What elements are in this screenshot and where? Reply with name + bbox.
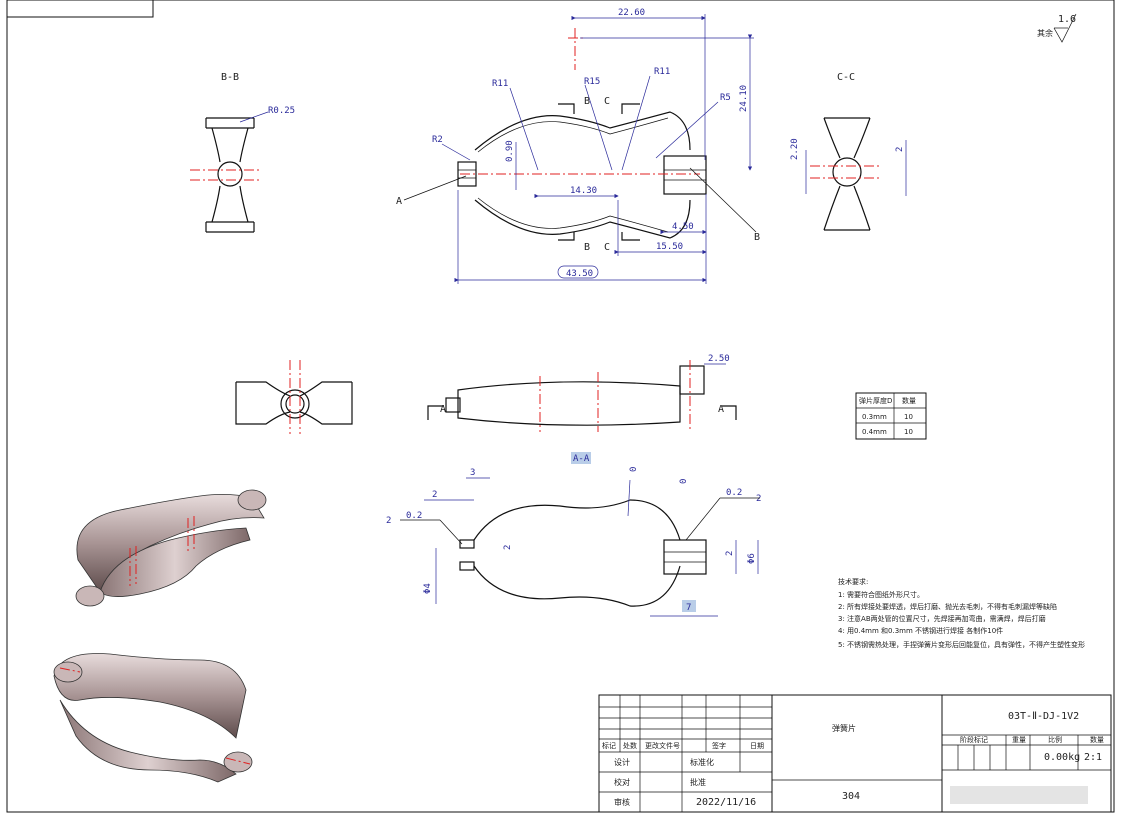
cc-dim-220: 2.20 xyxy=(790,138,800,160)
dim-22-60: 22.60 xyxy=(618,8,645,18)
notes-title: 技术要求: xyxy=(838,577,868,586)
aa-dim-0-top: 0 xyxy=(629,467,639,472)
dim-4-50: 4.50 xyxy=(672,222,694,232)
table-cell: 0.3mm xyxy=(862,413,887,421)
bb-view-label: B-B xyxy=(221,72,239,83)
note-item: 4: 用0.4mm 和0.3mm 不锈钢进行焊接 各制作10件 xyxy=(838,626,1003,635)
note-item: 1: 需要符合图纸外形尺寸。 xyxy=(838,590,924,599)
tb-part-name: 弹簧片 xyxy=(832,723,856,733)
tb-col-change: 更改文件号 xyxy=(645,741,680,750)
tb-col-count: 处数 xyxy=(623,741,637,750)
tb-stage-mark: 阶段标记 xyxy=(960,735,988,744)
dim-14-30: 14.30 xyxy=(570,186,597,196)
tb-weight: 0.00kg xyxy=(1044,752,1080,763)
aa-dim-3: 3 xyxy=(470,468,475,478)
note-item: 5: 不锈钢需热处理，手捏弹簧片变形后回能复位，具有弹性，不得产生塑性变形 xyxy=(838,640,1085,649)
view-aa: A-A 3 2 0 0 2 0.2 0.2 2 2 Φ4 Φ6 2 7 xyxy=(386,452,761,617)
tb-drawing-number: 03T-Ⅱ-DJ-1V2 xyxy=(1008,711,1079,722)
corner-box xyxy=(6,0,154,18)
tb-col-sign: 签字 xyxy=(712,741,726,750)
view-side: 2.50 A A xyxy=(427,354,737,432)
table-cell: 10 xyxy=(904,413,913,421)
technical-notes: 技术要求: 1: 需要符合图纸外形尺寸。 2: 所有焊接处要焊透，焊后打磨、抛光… xyxy=(838,577,1085,649)
section-a-right: A xyxy=(718,404,724,415)
aa-dim-phi6: Φ6 xyxy=(747,553,757,564)
isometric-view-1 xyxy=(75,489,267,607)
tb-weight-label: 重量 xyxy=(1012,736,1026,744)
section-b-top: B xyxy=(584,96,590,107)
dim-r11-right: R11 xyxy=(654,67,670,77)
dim-r11-left: R11 xyxy=(492,79,508,89)
dim-24-10: 24.10 xyxy=(739,85,749,112)
roughness-prefix: 其余 xyxy=(1037,28,1053,38)
bb-radius-label: R0.25 xyxy=(268,106,295,116)
aa-view-label: A-A xyxy=(573,454,590,464)
table-header-qty: 数量 xyxy=(902,396,916,405)
tb-review: 审核 xyxy=(614,797,630,807)
aa-weld-right-2: 2 xyxy=(756,494,761,504)
cc-view-label: C-C xyxy=(837,72,855,83)
aa-weld-left-02: 0.2 xyxy=(406,511,422,521)
aa-dim-2-small: 2 xyxy=(503,545,513,550)
aa-weld-right-02: 0.2 xyxy=(726,488,742,498)
title-block: 标记 处数 更改文件号 签字 日期 设计 标准化 校对 批准 审核 2022/1… xyxy=(598,694,1112,813)
leader-b: B xyxy=(754,232,760,243)
tb-check: 校对 xyxy=(614,777,630,787)
tb-count-label: 数量 xyxy=(1090,735,1104,744)
blurred-company-area xyxy=(950,786,1088,804)
dim-43-50: 43.50 xyxy=(566,269,593,279)
table-header-thickness: 弹片厚度D xyxy=(859,396,892,405)
note-item: 2: 所有焊接处要焊透，焊后打磨、抛光去毛刺，不得有毛刺漏焊等缺陷 xyxy=(838,602,1057,611)
aa-dim-2-right: 2 xyxy=(725,551,735,556)
section-c-bottom: C xyxy=(604,242,610,253)
tb-col-date: 日期 xyxy=(750,742,764,750)
dim-r2: R2 xyxy=(432,135,443,145)
surface-roughness-symbol: 其余 1.6 xyxy=(1037,13,1077,43)
aa-dim-phi4: Φ4 xyxy=(423,583,433,594)
dim-r5: R5 xyxy=(720,93,731,103)
view-front: 22.60 24.10 R11 R15 R11 R5 R2 0.90 14.30… xyxy=(396,8,760,284)
tb-design: 设计 xyxy=(614,757,630,767)
section-b-bottom: B xyxy=(584,242,590,253)
tb-date: 2022/11/16 xyxy=(696,797,756,808)
aa-weld-left-2: 2 xyxy=(386,516,391,526)
isometric-view-2 xyxy=(53,653,253,783)
tb-standardize: 标准化 xyxy=(690,757,714,767)
sheet-border xyxy=(6,0,1115,813)
view-end xyxy=(235,360,353,434)
section-a-left: A xyxy=(440,404,446,415)
cc-dim-2: 2 xyxy=(895,147,905,152)
dim-r15: R15 xyxy=(584,77,600,87)
note-item: 3: 注意AB两处管的位置尺寸，先焊接再加弯曲，需满焊，焊后打磨 xyxy=(838,614,1046,623)
tb-scale-label: 比例 xyxy=(1048,735,1062,744)
aa-dim-2-top: 2 xyxy=(432,490,437,500)
tb-material: 304 xyxy=(842,791,860,802)
aa-dim-0-mid: 0 xyxy=(679,479,689,484)
tb-scale: 2:1 xyxy=(1084,752,1102,763)
table-cell: 0.4mm xyxy=(862,428,887,436)
dim-15-50: 15.50 xyxy=(656,242,683,252)
aa-dim-7: 7 xyxy=(686,603,691,613)
table-cell: 10 xyxy=(904,428,913,436)
view-bb: B-B R0.25 xyxy=(190,72,295,233)
view-cc: C-C 2.20 2 xyxy=(790,72,907,231)
dim-2-50: 2.50 xyxy=(708,354,730,364)
dim-0-90: 0.90 xyxy=(505,140,515,162)
tb-approve: 批准 xyxy=(690,777,706,787)
section-c-top: C xyxy=(604,96,610,107)
roughness-value: 1.6 xyxy=(1058,14,1076,25)
thickness-table: 弹片厚度D 数量 0.3mm 10 0.4mm 10 xyxy=(855,392,927,440)
tb-col-mark: 标记 xyxy=(602,741,616,750)
leader-a: A xyxy=(396,196,402,207)
